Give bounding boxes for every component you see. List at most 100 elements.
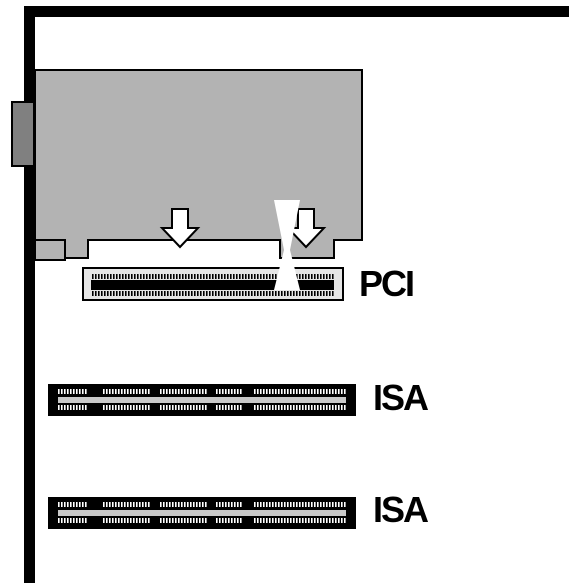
slot-contact-pin bbox=[103, 518, 105, 523]
slot-contact-pin bbox=[76, 389, 78, 394]
slot-contact-pin bbox=[317, 291, 319, 296]
slot-contact-pin bbox=[205, 405, 207, 410]
slot-contact-pin bbox=[260, 274, 262, 279]
slot-contact-pin bbox=[323, 389, 325, 394]
slot-contact-pin bbox=[170, 291, 172, 296]
slot-contact-pin bbox=[239, 274, 241, 279]
slot-contact-pin bbox=[149, 291, 151, 296]
slot-contact-pin bbox=[85, 405, 87, 410]
slot-contact-pin bbox=[82, 518, 84, 523]
slot-contact-pin bbox=[305, 274, 307, 279]
slot-contact-pin bbox=[260, 405, 262, 410]
slot-contact-pin bbox=[326, 502, 328, 507]
slot-contact-pin bbox=[233, 291, 235, 296]
slot-contact-pin bbox=[172, 518, 174, 523]
slot-contact-pin bbox=[134, 291, 136, 296]
slot-contact-pin bbox=[266, 502, 268, 507]
slot-contact-pin bbox=[257, 502, 259, 507]
slot-contact-pin bbox=[236, 274, 238, 279]
slot-contact-pin bbox=[206, 274, 208, 279]
slot-contact-pin bbox=[290, 405, 292, 410]
slot-contact-pin bbox=[113, 274, 115, 279]
slot-contact-pin bbox=[231, 502, 233, 507]
slot-contact-pin bbox=[332, 389, 334, 394]
slot-contact-pin bbox=[109, 389, 111, 394]
slot-contact-pin bbox=[263, 405, 265, 410]
slot-contact-pin bbox=[155, 274, 157, 279]
slot-contact-pin bbox=[140, 274, 142, 279]
slot-contact-pin bbox=[199, 405, 201, 410]
slot-contact-pin bbox=[143, 274, 145, 279]
slot-contact-pin bbox=[341, 389, 343, 394]
isa-slot-label: ISA bbox=[373, 489, 429, 530]
slot-contact-pin bbox=[82, 389, 84, 394]
slot-contact-pin bbox=[172, 405, 174, 410]
slot-contact-pin bbox=[178, 518, 180, 523]
slot-contact-pin bbox=[266, 389, 268, 394]
slot-contact-pin bbox=[136, 502, 138, 507]
slot-contact-pin bbox=[184, 502, 186, 507]
slot-contact-pin bbox=[205, 389, 207, 394]
slot-contact-pin bbox=[272, 274, 274, 279]
slot-contact-pin bbox=[302, 389, 304, 394]
slot-contact-pin bbox=[311, 291, 313, 296]
slot-contact-pin bbox=[166, 389, 168, 394]
slot-contact-pin bbox=[335, 405, 337, 410]
slot-contact-pin bbox=[278, 518, 280, 523]
slot-contact-pin bbox=[305, 389, 307, 394]
slot-contact-pin bbox=[128, 291, 130, 296]
slot-contact-pin bbox=[230, 291, 232, 296]
slot-contact-pin bbox=[234, 518, 236, 523]
slot-contact-pin bbox=[199, 502, 201, 507]
slot-contact-pin bbox=[133, 502, 135, 507]
slot-contact-pin bbox=[67, 502, 69, 507]
slot-contact-pin bbox=[127, 405, 129, 410]
slot-contact-pin bbox=[82, 502, 84, 507]
slot-contact-pin bbox=[196, 518, 198, 523]
slot-contact-pin bbox=[320, 274, 322, 279]
slot-contact-pin bbox=[269, 274, 271, 279]
slot-contact-pin bbox=[109, 518, 111, 523]
slot-contact-pin bbox=[254, 405, 256, 410]
slot-contact-pin bbox=[272, 518, 274, 523]
slot-contact-pin bbox=[231, 389, 233, 394]
slot-contact-pin bbox=[222, 502, 224, 507]
slot-contact-pin bbox=[136, 518, 138, 523]
slot-contact-pin bbox=[311, 389, 313, 394]
slot-contact-pin bbox=[245, 291, 247, 296]
slot-contact-pin bbox=[185, 291, 187, 296]
slot-contact-pin bbox=[254, 518, 256, 523]
slot-contact-pin bbox=[326, 389, 328, 394]
slot-contact-pin bbox=[281, 502, 283, 507]
slot-contact-pin bbox=[206, 291, 208, 296]
slot-contact-pin bbox=[287, 502, 289, 507]
slot-contact-pin bbox=[305, 291, 307, 296]
slot-contact-pin bbox=[344, 518, 346, 523]
slot-contact-pin bbox=[115, 405, 117, 410]
slot-contact-pin bbox=[332, 291, 334, 296]
slot-contact-pin bbox=[257, 274, 259, 279]
slot-contact-pin bbox=[200, 274, 202, 279]
slot-contact-pin bbox=[128, 274, 130, 279]
slot-contact-pin bbox=[302, 518, 304, 523]
slot-contact-pin bbox=[245, 274, 247, 279]
slot-contact-pin bbox=[118, 405, 120, 410]
slot-contact-pin bbox=[231, 405, 233, 410]
slot-contact-pin bbox=[127, 389, 129, 394]
slot-contact-pin bbox=[308, 291, 310, 296]
slot-contact-pin bbox=[329, 274, 331, 279]
slot-contact-pin bbox=[296, 518, 298, 523]
slot-contact-pin bbox=[145, 502, 147, 507]
slot-contact-pin bbox=[67, 389, 69, 394]
slot-contact-pin bbox=[254, 389, 256, 394]
slot-contact-pin bbox=[61, 389, 63, 394]
slot-contact-pin bbox=[179, 274, 181, 279]
slot-contact-pin bbox=[296, 502, 298, 507]
slot-contact-pin bbox=[179, 291, 181, 296]
slot-contact-pin bbox=[197, 274, 199, 279]
slot-contact-pin bbox=[323, 518, 325, 523]
slot-contact-pin bbox=[145, 389, 147, 394]
slot-contact-pin bbox=[278, 291, 280, 296]
slot-contact-pin bbox=[317, 518, 319, 523]
